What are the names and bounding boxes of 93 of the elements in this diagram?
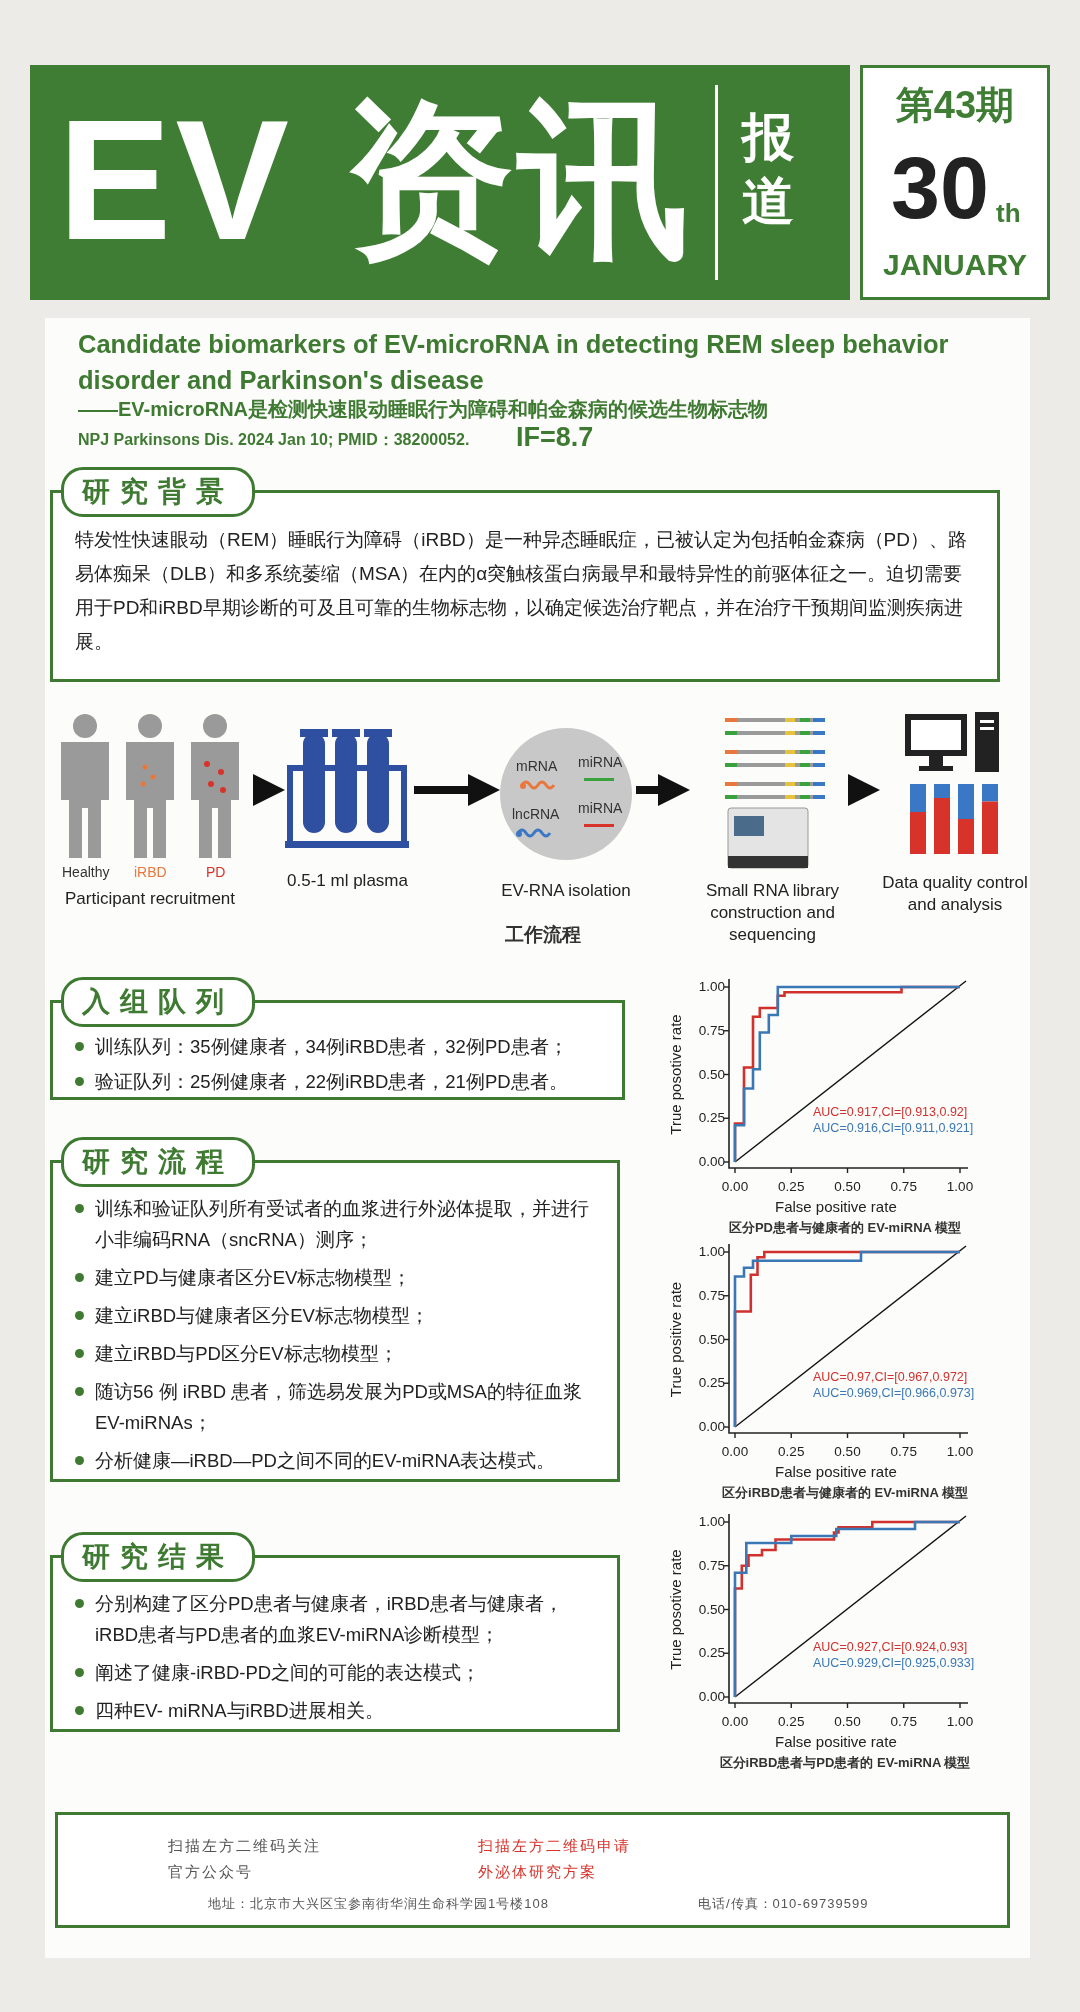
- tick-label: 0.75: [697, 1557, 725, 1573]
- footer-box: [55, 1812, 1010, 1928]
- impact-factor: IF=8.7: [516, 422, 594, 453]
- bullet-item: 验证队列：25例健康者，22例iRBD患者，21例PD患者。: [71, 1066, 596, 1097]
- tick-label: 0.50: [697, 1601, 725, 1617]
- step-caption: Data quality control and analysis: [881, 872, 1029, 916]
- issue-number: 第43期: [894, 83, 1016, 128]
- group-label: PD: [206, 864, 226, 880]
- tick-label: 0.50: [833, 1444, 862, 1459]
- tick-label: 0.00: [720, 1179, 750, 1194]
- bullet-item: 建立PD与健康者区分EV标志物模型；: [71, 1262, 591, 1293]
- arrow: [253, 774, 285, 806]
- step-caption: EV-RNA isolation: [500, 880, 632, 902]
- day-number: 30: [891, 138, 989, 238]
- group-label: iRBD: [134, 864, 167, 880]
- tick-label: 0.75: [697, 1022, 725, 1038]
- tick-label: 0.75: [697, 1287, 725, 1303]
- tick-label: 0.00: [720, 1444, 750, 1459]
- tick-label: 0.25: [777, 1444, 806, 1459]
- citation: NPJ Parkinsons Dis. 2024 Jan 10; PMID：38200052.: [78, 430, 470, 450]
- tick-label: 1.00: [945, 1444, 975, 1459]
- tick-label: 0.25: [697, 1645, 725, 1661]
- axis-title: False positive rate: [775, 1198, 897, 1215]
- paragraph: 特发性快速眼动（REM）睡眠行为障碍（iRBD）是一种异态睡眠症，已被认定为包括帕金森病（PD）、路易体痴呆（DLB）和多系统萎缩（MSA）在内的α突触核蛋白病最早和最特异性的前驱体征之一。迫切需要用于PD和iRBD早期诊断的可及且可靠的生物标志物，以确定候选治疗靶点，并在治疗干预期间监测疾病进展。: [75, 528, 968, 654]
- step-caption: 0.5-1 ml plasma: [286, 870, 409, 892]
- tick-label: 1.00: [697, 1514, 725, 1529]
- section-heading: 入组队列: [61, 977, 255, 1027]
- rna-label: mRNA: [516, 758, 558, 774]
- tick-label: 0.50: [697, 1331, 725, 1347]
- step-caption: Small RNA library construction and sequencing: [704, 880, 841, 946]
- section-heading: 研究流程: [61, 1137, 255, 1187]
- tick-label: 0.00: [697, 1419, 725, 1434]
- section-heading: 研究背景: [61, 467, 255, 517]
- chart-caption: 区分iRBD患者与PD患者的 EV-miRNA 模型: [718, 1754, 972, 1772]
- title-banner: [30, 65, 850, 300]
- note: 扫描左方二维码关注官方公众号: [168, 1836, 322, 1882]
- arrow: [848, 774, 880, 806]
- figure-caption: 工作流程: [505, 923, 581, 947]
- bullet-item: 建立iRBD与PD区分EV标志物模型；: [71, 1338, 591, 1369]
- tick-label: 0.50: [833, 1714, 862, 1729]
- day-suffix: th: [996, 198, 1021, 229]
- axis-title: False positive rate: [775, 1733, 897, 1750]
- bullet-item: 随访56 例 iRBD 患者，筛选易发展为PD或MSA的特征血浆EV-miRNAs；: [71, 1376, 591, 1438]
- rna-label: miRNA: [578, 800, 623, 816]
- tick-label: 0.00: [697, 1689, 725, 1704]
- bullet-item: 分别构建了区分PD患者与健康者，iRBD患者与健康者，iRBD患者与PD患者的血浆EV-miRNA诊断模型；: [71, 1588, 591, 1650]
- legend-text: AUC=0.969,CI=[0.966,0.973]: [813, 1386, 975, 1400]
- tick-label: 0.25: [697, 1375, 725, 1391]
- tick-label: 0.00: [720, 1714, 750, 1729]
- phone-text: 电话/传真：010-69739599: [698, 1895, 869, 1913]
- legend-text: AUC=0.916,CI=[0.911,0.921]: [813, 1121, 974, 1135]
- tick-label: 0.25: [777, 1714, 806, 1729]
- month-name: JANUARY: [882, 248, 1028, 282]
- address-text: 地址：北京市大兴区宝参南街华润生命科学园1号楼108: [208, 1895, 549, 1913]
- legend-text: AUC=0.927,CI=[0.924,0.93]: [813, 1640, 968, 1654]
- rna-label: miRNA: [578, 754, 623, 770]
- banner-title: EV 资讯: [58, 84, 692, 277]
- step-caption: Participant recruitment: [63, 888, 237, 910]
- subtitle: ——EV-microRNA是检测快速眼动睡眠行为障碍和帕金森病的候选生物标志物: [78, 397, 769, 422]
- tick-label: 1.00: [697, 1244, 725, 1259]
- tick-label: 0.75: [889, 1179, 918, 1194]
- section-heading: 研究结果: [61, 1532, 255, 1582]
- bullet-item: 阐述了健康-iRBD-PD之间的可能的表达模式；: [71, 1657, 591, 1688]
- bullet-item: 训练和验证队列所有受试者的血浆进行外泌体提取，并进行小非编码RNA（sncRNA）测序；: [71, 1193, 591, 1255]
- axis-title: True posotive rate: [666, 1547, 684, 1672]
- legend-text: AUC=0.97,CI=[0.967,0.972]: [813, 1370, 968, 1384]
- date-box: [860, 65, 1050, 300]
- chart-caption: 区分iRBD患者与健康者的 EV-miRNA 模型: [721, 1484, 969, 1502]
- group-label: Healthy: [62, 864, 110, 880]
- bullet-item: 训练队列：35例健康者，34例iRBD患者，32例PD患者；: [71, 1031, 596, 1062]
- tick-label: 0.25: [697, 1110, 725, 1126]
- tick-label: 0.50: [697, 1066, 725, 1082]
- article-title: Candidate biomarkers of EV-microRNA in detecting REM sleep behavior disorder and Parkinson's disease: [78, 329, 950, 396]
- legend-text: AUC=0.917,CI=[0.913,0.92]: [813, 1105, 968, 1119]
- tick-label: 1.00: [697, 979, 725, 994]
- axis-title: False positive rate: [775, 1463, 897, 1480]
- note: 扫描左方二维码申请外泌体研究方案: [478, 1836, 632, 1882]
- axis-title: True positive rate: [666, 1280, 684, 1399]
- tick-label: 0.75: [889, 1714, 918, 1729]
- bullet-item: 四种EV- miRNA与iRBD进展相关。: [71, 1695, 591, 1726]
- bullet-item: 分析健康—iRBD—PD之间不同的EV-miRNA表达模式。: [71, 1445, 591, 1476]
- axis-title: True posotive rate: [666, 1012, 684, 1137]
- legend-text: AUC=0.929,CI=[0.925,0.933]: [813, 1656, 975, 1670]
- bullet-item: 建立iRBD与健康者区分EV标志物模型；: [71, 1300, 591, 1331]
- tick-label: 1.00: [945, 1714, 975, 1729]
- vertical-heading: 报道: [742, 107, 798, 232]
- tick-label: 0.25: [777, 1179, 806, 1194]
- tick-label: 1.00: [945, 1179, 975, 1194]
- tick-label: 0.00: [697, 1154, 725, 1169]
- rna-label: lncRNA: [512, 806, 560, 822]
- chart-caption: 区分PD患者与健康者的 EV-miRNA 模型: [727, 1219, 963, 1237]
- tick-label: 0.50: [833, 1179, 862, 1194]
- tick-label: 0.75: [889, 1444, 918, 1459]
